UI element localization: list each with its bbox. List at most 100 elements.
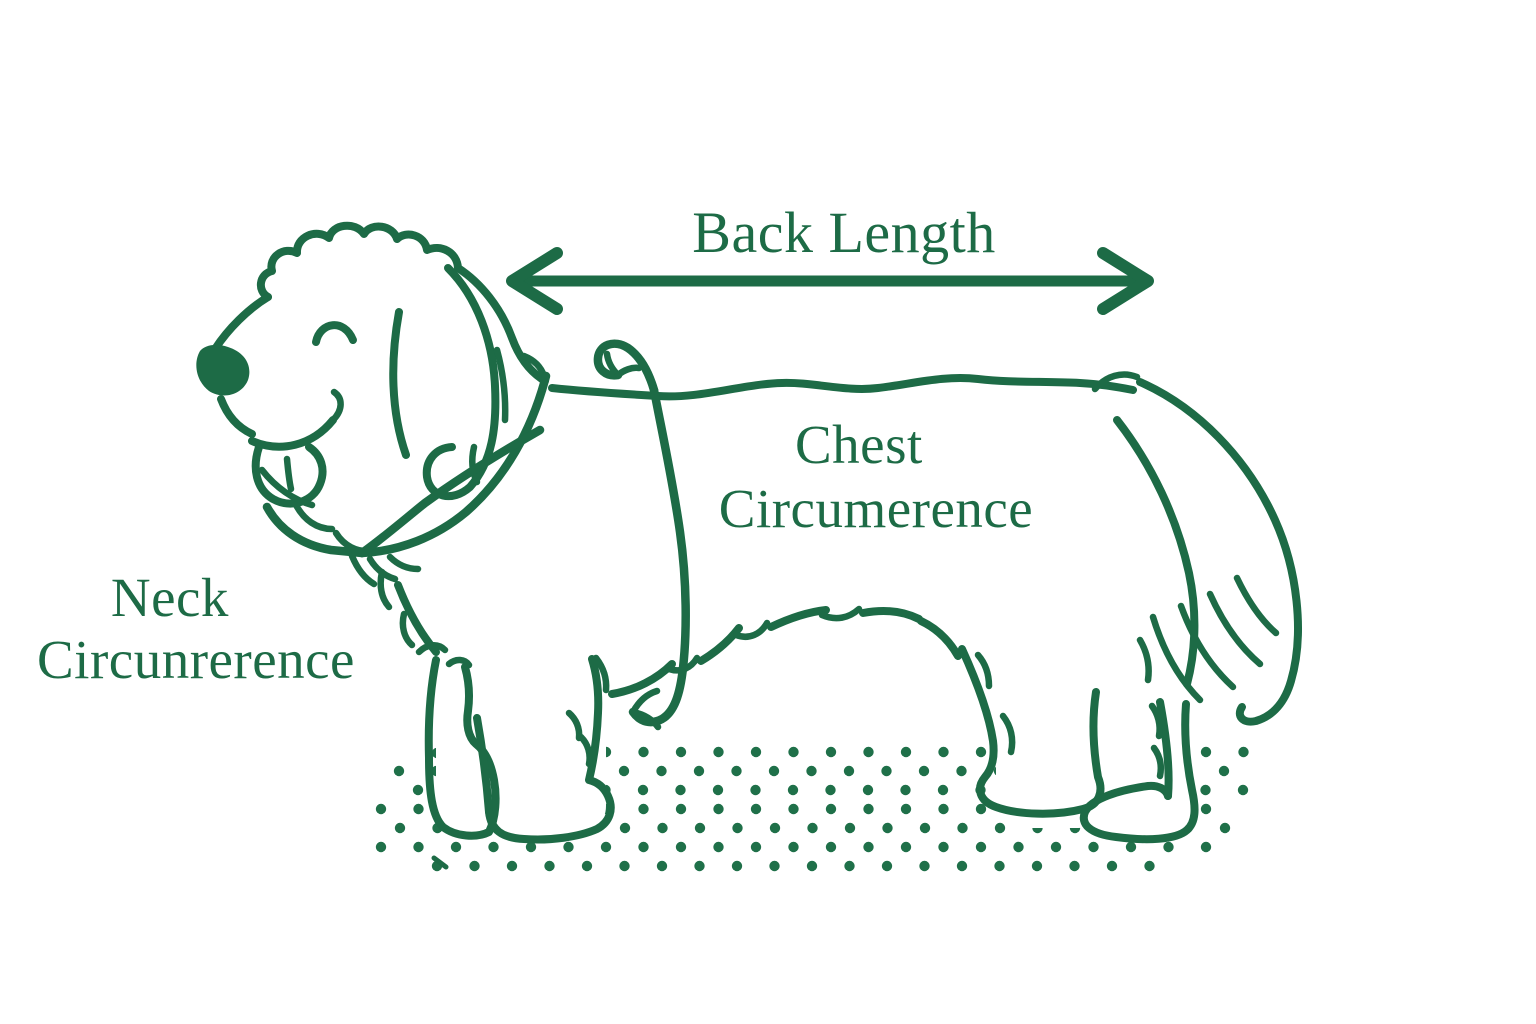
ground-dot (919, 860, 930, 872)
ground-dot (713, 746, 724, 758)
ground-dot (469, 860, 480, 872)
belly-line (767, 606, 830, 631)
ground-dot (1013, 841, 1024, 853)
tail-feather-tick (1136, 636, 1152, 684)
back-length-text: Back Length (692, 200, 995, 265)
ground-dot (881, 765, 892, 777)
belly-line (859, 607, 923, 623)
ground-dot (731, 765, 742, 777)
ground-dot (881, 860, 893, 872)
back-length-label: Back Length (692, 200, 995, 265)
ground-dot (656, 765, 667, 777)
dog-ear-inner (389, 308, 410, 459)
ground-dot (788, 841, 799, 853)
ground-dot (938, 746, 949, 758)
tail-inner-edge (1113, 416, 1199, 688)
ground-dot (1200, 841, 1212, 853)
tail-outer-edge (1136, 378, 1302, 726)
dog-head-outline (257, 221, 549, 385)
ground-dot (638, 841, 649, 853)
ground-dot (694, 822, 706, 834)
ground-dot (937, 784, 949, 796)
chest-tape-top-curl (593, 339, 659, 395)
hind-far-fur-tick (974, 651, 993, 690)
ground-dot (656, 860, 668, 872)
neck-tape-lower-arc (262, 502, 367, 558)
dog-chin (217, 395, 256, 438)
ground-dot (787, 784, 799, 796)
hind-near-fur-tick (1150, 744, 1164, 780)
belly-line (608, 660, 676, 698)
neck-label-line1: Neck (111, 567, 229, 628)
ground-dot (1088, 841, 1099, 853)
chest-tape-measure (593, 339, 690, 731)
ground-dot (750, 841, 762, 853)
chest-fluff (399, 610, 416, 649)
chest-circumference-label: Chest Circumerence (719, 414, 1033, 539)
ground-dot (563, 841, 574, 853)
ground-dot (713, 841, 724, 853)
chest-tape-bottom-arrow-barb (629, 708, 662, 731)
dog-ear-fur-tick (493, 346, 509, 424)
ground-dot (900, 841, 912, 853)
dog-ear-outer (422, 264, 500, 500)
ground-dot (638, 803, 649, 815)
neck-tape-front-strand (357, 371, 551, 558)
ground-dot (994, 822, 1006, 834)
dog-jaw-line (258, 466, 316, 509)
ground-dot (862, 784, 874, 796)
ground-dot (544, 860, 555, 872)
ground-dot (806, 860, 818, 872)
ground-dot (806, 765, 817, 777)
front-far-elbow-curl (445, 656, 473, 669)
ground-dot (807, 822, 818, 834)
chest-fluff (377, 568, 393, 611)
belly-fluff-tick (732, 619, 771, 641)
ground-dot (1218, 765, 1230, 777)
back-length-arrow (506, 247, 1154, 315)
front-near-leg-edge (473, 714, 493, 816)
ground-dot (863, 841, 874, 853)
belly-fluff-tick (592, 654, 610, 694)
dog-nose (196, 344, 250, 396)
chest-tape-top-arrow-barb (614, 364, 643, 379)
front-near-fetlock-tick (577, 733, 593, 768)
chest-label-line1: Chest (795, 414, 923, 475)
dog-smile (248, 416, 337, 451)
ground-dot (413, 803, 424, 815)
ground-dot (1200, 803, 1212, 815)
ground-dot (994, 860, 1005, 872)
ground-dot (731, 860, 743, 872)
paw-knockouts (436, 698, 1194, 839)
ground-dot (1125, 841, 1137, 853)
ground-dot (975, 841, 987, 853)
tail-feather (1233, 574, 1280, 637)
ground-dot (900, 746, 912, 758)
ground-dot (750, 746, 762, 758)
ground-dot (843, 765, 855, 777)
ground-dot (1200, 784, 1211, 796)
ground-dot (938, 841, 949, 853)
ground-dot (393, 765, 405, 777)
paw-knockout (474, 700, 606, 836)
ground-dot (675, 784, 686, 796)
ground-dot (1031, 860, 1043, 872)
ground-dot (675, 803, 687, 815)
paw-knockout (1090, 715, 1194, 839)
ground-dot (882, 822, 893, 834)
ground-dot (825, 746, 837, 758)
ground-dot (694, 860, 705, 872)
neck-circumference-label: Neck Circunrerence (37, 567, 355, 690)
dog-ear-bottom-tick (469, 443, 481, 486)
ground-dot (1237, 784, 1249, 796)
ground-dot (619, 860, 630, 872)
ground-dot (863, 746, 874, 758)
ground-dot (825, 841, 837, 853)
ground-dot (618, 765, 630, 777)
ground-dot (657, 822, 668, 834)
hind-far-leg (958, 645, 1105, 818)
ground-dot (600, 841, 612, 853)
ground-dot (788, 746, 799, 758)
ground-dot (900, 803, 912, 815)
